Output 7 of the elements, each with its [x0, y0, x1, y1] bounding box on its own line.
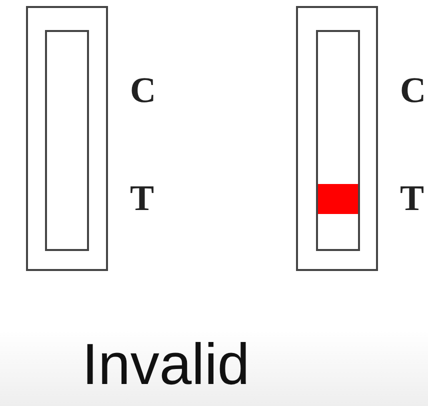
line-label: T	[130, 180, 154, 216]
line-label: C	[130, 72, 156, 108]
result-caption: Invalid	[82, 336, 250, 394]
line-label: T	[400, 180, 424, 216]
line-label: C	[400, 72, 426, 108]
test-strip	[26, 6, 108, 271]
test-strip	[296, 6, 378, 271]
